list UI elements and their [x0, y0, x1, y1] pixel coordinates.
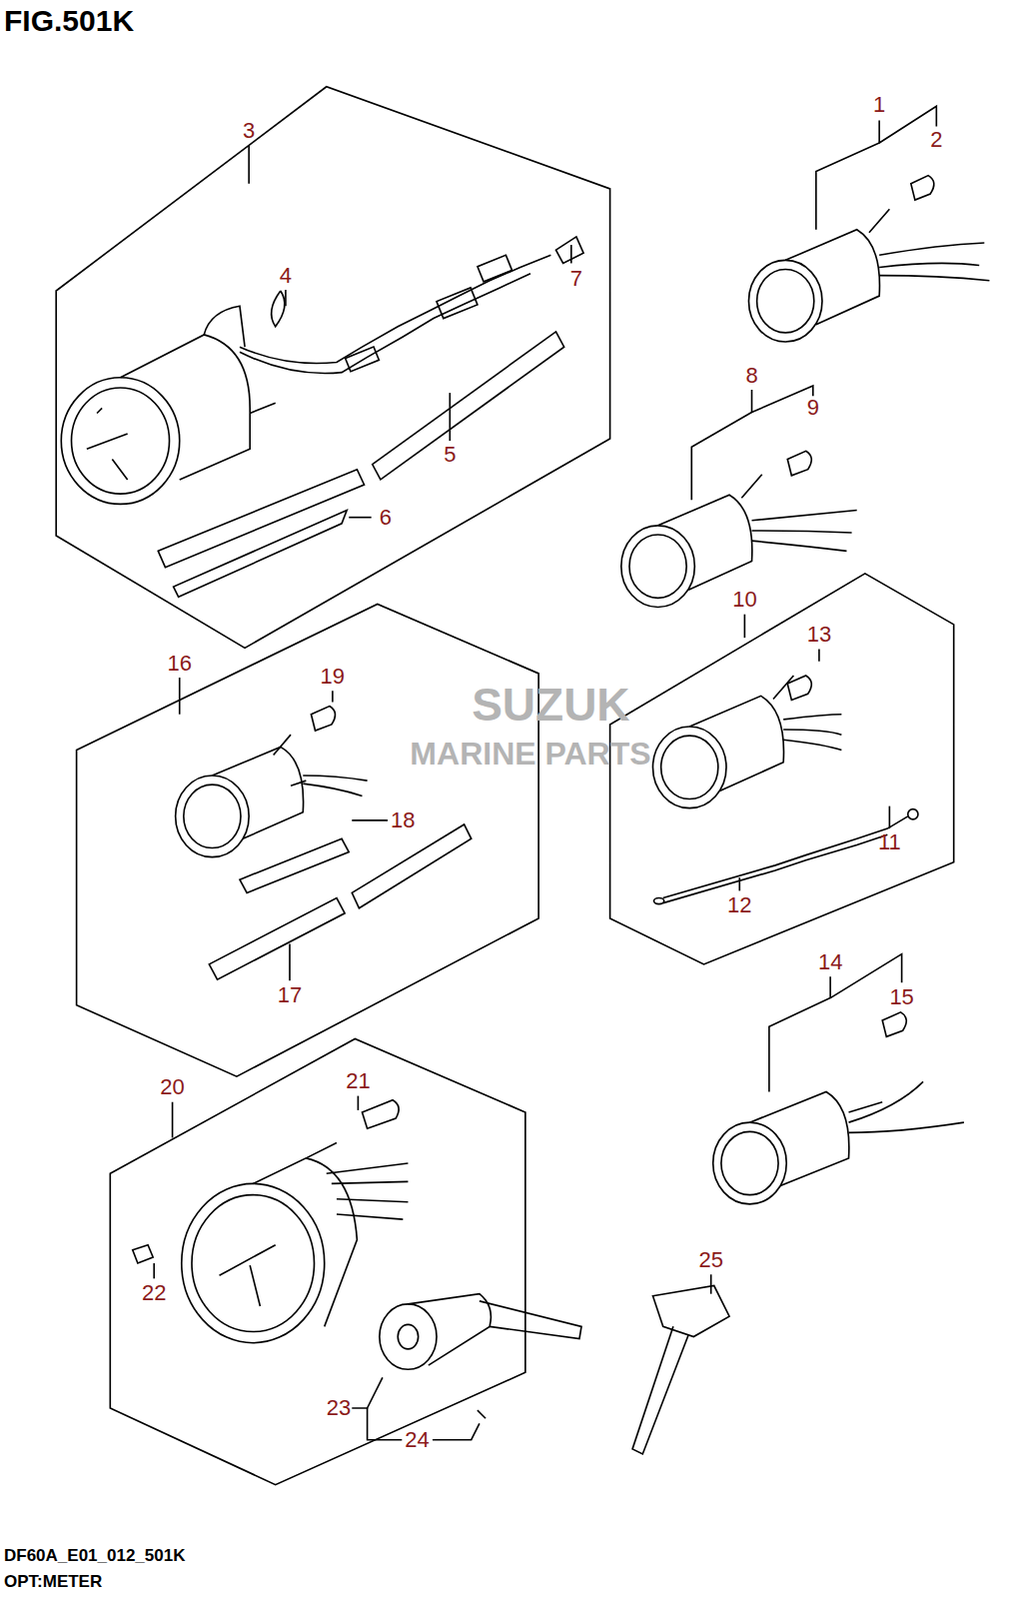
- callout-number: 21: [345, 1069, 370, 1092]
- callout-number: 16: [166, 652, 191, 675]
- figure-code: DF60A_E01_012_501K: [3, 1546, 185, 1564]
- callout-number: 4: [279, 264, 292, 287]
- watermark: MARINE PARTS: [409, 737, 651, 770]
- callout-number: 5: [443, 443, 456, 466]
- callout-number: 15: [889, 986, 914, 1009]
- callout-number: 3: [242, 119, 255, 142]
- callout-number: 2: [930, 128, 943, 151]
- figure-name: OPT:METER: [3, 1572, 102, 1590]
- callout-number: 20: [159, 1075, 184, 1098]
- callout-number: 25: [698, 1248, 723, 1271]
- callout-number: 22: [141, 1281, 166, 1304]
- callout-number: 17: [277, 984, 302, 1007]
- callout-number: 8: [745, 364, 758, 387]
- callout-number: 12: [727, 894, 752, 917]
- callout-number: 9: [807, 396, 820, 419]
- callout-number: 19: [320, 665, 345, 688]
- callout-number: 6: [379, 506, 392, 529]
- callout-number: 10: [732, 588, 757, 611]
- callout-number: 1: [873, 93, 886, 116]
- watermark: SUZUK: [471, 681, 630, 728]
- callout-number: 14: [818, 951, 843, 974]
- callout-number: 18: [390, 809, 415, 832]
- callout-number: 11: [878, 831, 902, 854]
- callout-number: 23: [326, 1396, 351, 1419]
- callout-number: 13: [807, 623, 832, 646]
- figure-title: FIG.501K: [3, 5, 134, 36]
- callout-number: 24: [404, 1428, 429, 1451]
- callout-number: 7: [570, 267, 583, 290]
